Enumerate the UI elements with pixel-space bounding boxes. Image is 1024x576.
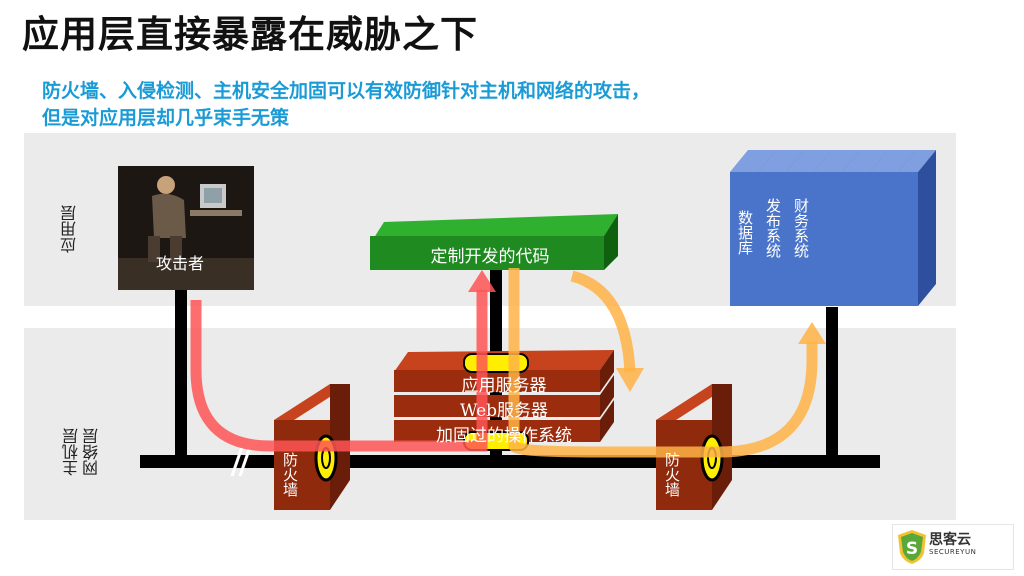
server-arrowhead [616, 368, 644, 392]
backbone-break-mark [230, 446, 244, 477]
custom-code-label: 定制开发的代码 [430, 247, 550, 267]
svg-text:S: S [906, 539, 918, 559]
attacker-label: 攻击者 [156, 254, 205, 273]
legit-path-to-backend [508, 268, 818, 458]
attacker-uplink-wire [175, 290, 187, 466]
logo-name: 思客云 [929, 532, 971, 548]
left-firewall-label: 防火墙 [281, 452, 299, 497]
code-to-server-path [570, 270, 636, 373]
backend-uplink-wire [826, 307, 838, 467]
backend-arrowhead [798, 322, 826, 344]
finance-system-label: 财务系统 [792, 198, 810, 258]
app-server-label: 应用服务器 [461, 376, 547, 396]
page-title: 应用层直接暴露在威胁之下 [22, 13, 478, 56]
backend-systems [730, 150, 936, 306]
attack-arrowhead [468, 270, 496, 292]
publish-system-label: 发布系统 [764, 198, 782, 258]
attack-path-arrow [190, 290, 488, 452]
web-server-label: Web服务器 [459, 401, 549, 421]
logo-subtitle: SECUREYUN [929, 548, 977, 556]
hardened-os-label: 加固过的操作系统 [436, 426, 572, 446]
right-firewall-label: 防火墙 [663, 452, 681, 497]
database-label: 数据库 [736, 210, 754, 255]
custom-code-block [370, 214, 618, 270]
company-logo: S [892, 524, 1014, 570]
network-backbone [140, 455, 880, 468]
subtitle-line-1: 防火墙、入侵检测、主机安全加固可以有效防御针对主机和网络的攻击， [42, 80, 651, 102]
left-firewall [274, 384, 350, 510]
shield-icon: S [898, 530, 926, 564]
attacker-photo [118, 166, 254, 290]
subtitle-line-2: 但是对应用层却几乎束手无策 [42, 107, 290, 129]
